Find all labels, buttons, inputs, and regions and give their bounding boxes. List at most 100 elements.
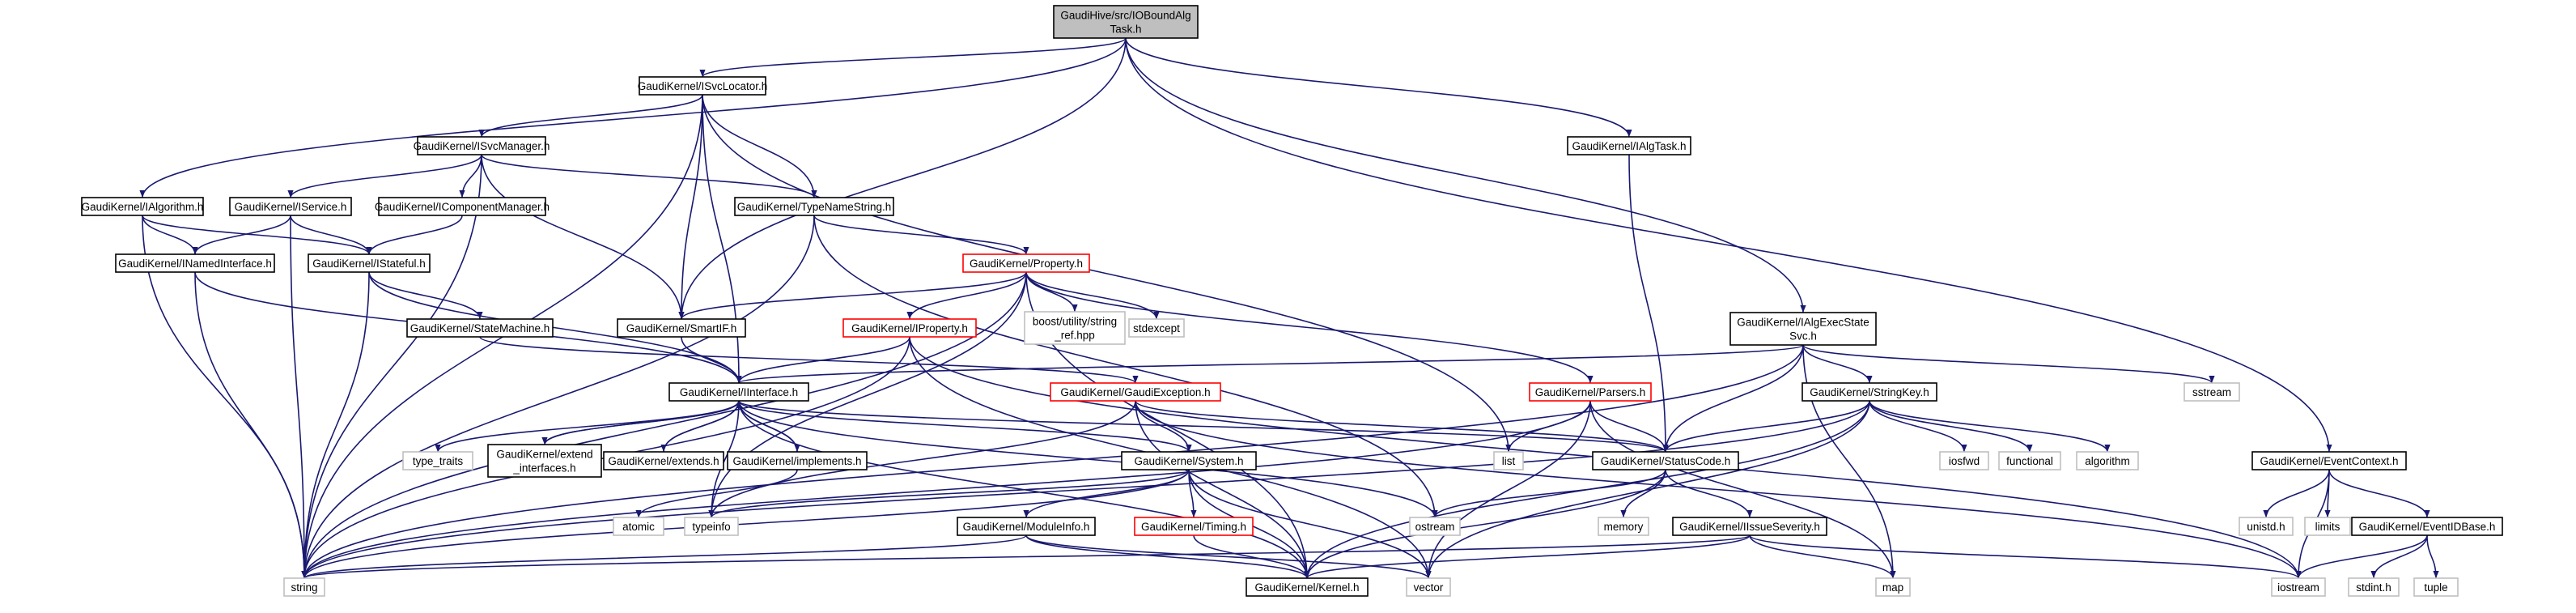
node-label: GaudiKernel/IService.h — [235, 201, 347, 213]
node-property[interactable]: GaudiKernel/Property.h — [962, 253, 1090, 273]
node-timing[interactable]: GaudiKernel/Timing.h — [1134, 517, 1254, 536]
edge-stringkey-to-vector — [1425, 400, 1870, 579]
edge-gaudiexception-to-system — [1135, 400, 1192, 453]
node-unistd[interactable]: unistd.h — [2239, 517, 2294, 536]
node-ialgtask[interactable]: GaudiKernel/IAlgTask.h — [1567, 136, 1691, 155]
edge-moduleinfo-to-string — [301, 534, 1027, 579]
edge-eventcontext-to-eventidbase — [2328, 469, 2430, 518]
node-extends[interactable]: GaudiKernel/extends.h — [603, 451, 724, 470]
node-atomic[interactable]: atomic — [613, 517, 664, 536]
edge-ialgexecstatesvc-to-iinterface — [736, 344, 1804, 384]
node-box — [1875, 577, 1911, 597]
node-smartif[interactable]: GaudiKernel/SmartIF.h — [617, 318, 746, 338]
node-parsers[interactable]: GaudiKernel/Parsers.h — [1529, 382, 1652, 402]
node-eventcontext[interactable]: GaudiKernel/EventContext.h — [2251, 451, 2407, 470]
edge-eventidbase-to-iostream — [2295, 534, 2428, 579]
edge-parsers-to-map — [1589, 400, 1896, 579]
edge-statemachine-to-gaudiexception — [479, 336, 1139, 384]
edge-root-to-ialgtask — [1125, 37, 1632, 138]
edge-typenamestring-to-property — [813, 215, 1029, 255]
node-label: GaudiKernel/Parsers.h — [1535, 386, 1646, 398]
node-functional[interactable]: functional — [1998, 451, 2061, 470]
node-ostream[interactable]: ostream — [1409, 517, 1461, 536]
node-iproperty[interactable]: GaudiKernel/IProperty.h — [842, 318, 977, 338]
node-kernel[interactable]: GaudiKernel/Kernel.h — [1246, 577, 1369, 597]
node-label: memory — [1604, 521, 1644, 533]
node-limits[interactable]: limits — [2304, 517, 2351, 536]
edge-moduleinfo-to-kernel — [1025, 534, 1310, 579]
node-memory[interactable]: memory — [1598, 517, 1649, 536]
node-icomponentmanager[interactable]: GaudiKernel/IComponentManager.h — [375, 197, 550, 216]
node-box — [1598, 517, 1649, 536]
node-box — [1802, 382, 1937, 402]
node-statemachine[interactable]: GaudiKernel/StateMachine.h — [406, 318, 554, 338]
node-label: GaudiKernel/IStateful.h — [312, 258, 426, 270]
edge-extend_interfaces-to-iinterface — [544, 400, 742, 445]
edge-implements-to-iinterface — [736, 400, 798, 453]
node-system[interactable]: GaudiKernel/System.h — [1121, 451, 1257, 470]
node-label: GaudiKernel/IAlgorithm.h — [82, 201, 204, 213]
node-gaudiexception[interactable]: GaudiKernel/GaudiException.h — [1050, 382, 1221, 402]
node-eventidbase[interactable]: GaudiKernel/EventIDBase.h — [2351, 517, 2503, 536]
node-box — [1592, 451, 1739, 470]
node-typenamestring[interactable]: GaudiKernel/TypeNameString.h — [734, 197, 894, 216]
node-moduleinfo[interactable]: GaudiKernel/ModuleInfo.h — [957, 517, 1096, 536]
node-box — [957, 517, 1096, 536]
node-box — [668, 382, 809, 402]
node-box — [283, 577, 325, 597]
edge-ialgexecstatesvc-to-sstream — [1802, 344, 2215, 384]
node-vector[interactable]: vector — [1406, 577, 1451, 597]
node-iservice[interactable]: GaudiKernel/IService.h — [229, 197, 352, 216]
node-iostream[interactable]: iostream — [2271, 577, 2326, 597]
node-sstream[interactable]: sstream — [2183, 382, 2240, 402]
node-box — [406, 318, 554, 338]
node-extend_interfaces[interactable]: GaudiKernel/extend_interfaces.h — [487, 444, 602, 478]
edge-eventcontext-to-unistd — [2263, 469, 2330, 518]
node-isvcmanager[interactable]: GaudiKernel/ISvcManager.h — [414, 136, 550, 155]
edge-statuscode-to-iissueseverity — [1665, 469, 1753, 518]
node-isvclocator[interactable]: GaudiKernel/ISvcLocator.h — [638, 76, 768, 96]
node-implements[interactable]: GaudiKernel/implements.h — [727, 451, 868, 470]
node-box — [727, 451, 868, 470]
edge-inamedinterface-to-string — [194, 271, 308, 579]
node-box — [1529, 382, 1652, 402]
edge-system-to-typeinfo — [708, 469, 1190, 518]
node-iissueseverity[interactable]: GaudiKernel/IIssueSeverity.h — [1672, 517, 1827, 536]
node-stdint[interactable]: stdint.h — [2348, 577, 2400, 597]
node-box — [1121, 451, 1257, 470]
node-label: GaudiKernel/EventIDBase.h — [2359, 521, 2496, 533]
node-list[interactable]: list — [1493, 451, 1524, 470]
node-stdexcept[interactable]: stdexcept — [1128, 318, 1185, 338]
node-tuple[interactable]: tuple — [2413, 577, 2459, 597]
node-box — [2183, 382, 2240, 402]
edge-property-to-smartif — [678, 271, 1027, 320]
node-algorithm[interactable]: algorithm — [2076, 451, 2139, 470]
node-label: functional — [2006, 455, 2053, 467]
node-stringkey[interactable]: GaudiKernel/StringKey.h — [1802, 382, 1937, 402]
node-statuscode[interactable]: GaudiKernel/StatusCode.h — [1592, 451, 1739, 470]
node-inamedinterface[interactable]: GaudiKernel/INamedInterface.h — [115, 253, 275, 273]
edge-smartif-to-iinterface — [681, 336, 742, 384]
edge-stringkey-to-string — [301, 400, 1870, 579]
node-boost_string_ref[interactable]: boost/utility/string_ref.hpp — [1024, 311, 1126, 345]
node-type_traits[interactable]: type_traits — [402, 451, 473, 470]
edge-root-to-smartif — [678, 37, 1127, 320]
node-box — [1246, 577, 1369, 597]
node-box — [2351, 517, 2503, 536]
node-string[interactable]: string — [283, 577, 325, 597]
node-typeinfo[interactable]: typeinfo — [684, 517, 739, 536]
node-iosfwd[interactable]: iosfwd — [1939, 451, 1989, 470]
node-map[interactable]: map — [1875, 577, 1911, 597]
node-label: Task.h — [1110, 23, 1141, 36]
edge-isvcmanager-to-smartif — [481, 154, 685, 320]
node-iinterface[interactable]: GaudiKernel/IInterface.h — [668, 382, 809, 402]
node-istateful[interactable]: GaudiKernel/IStateful.h — [308, 253, 431, 273]
node-ialgorithm[interactable]: GaudiKernel/IAlgorithm.h — [81, 197, 204, 216]
node-label: atomic — [622, 521, 655, 533]
node-box — [308, 253, 431, 273]
node-box — [639, 76, 766, 96]
edge-property-to-parsers — [1025, 271, 1594, 384]
